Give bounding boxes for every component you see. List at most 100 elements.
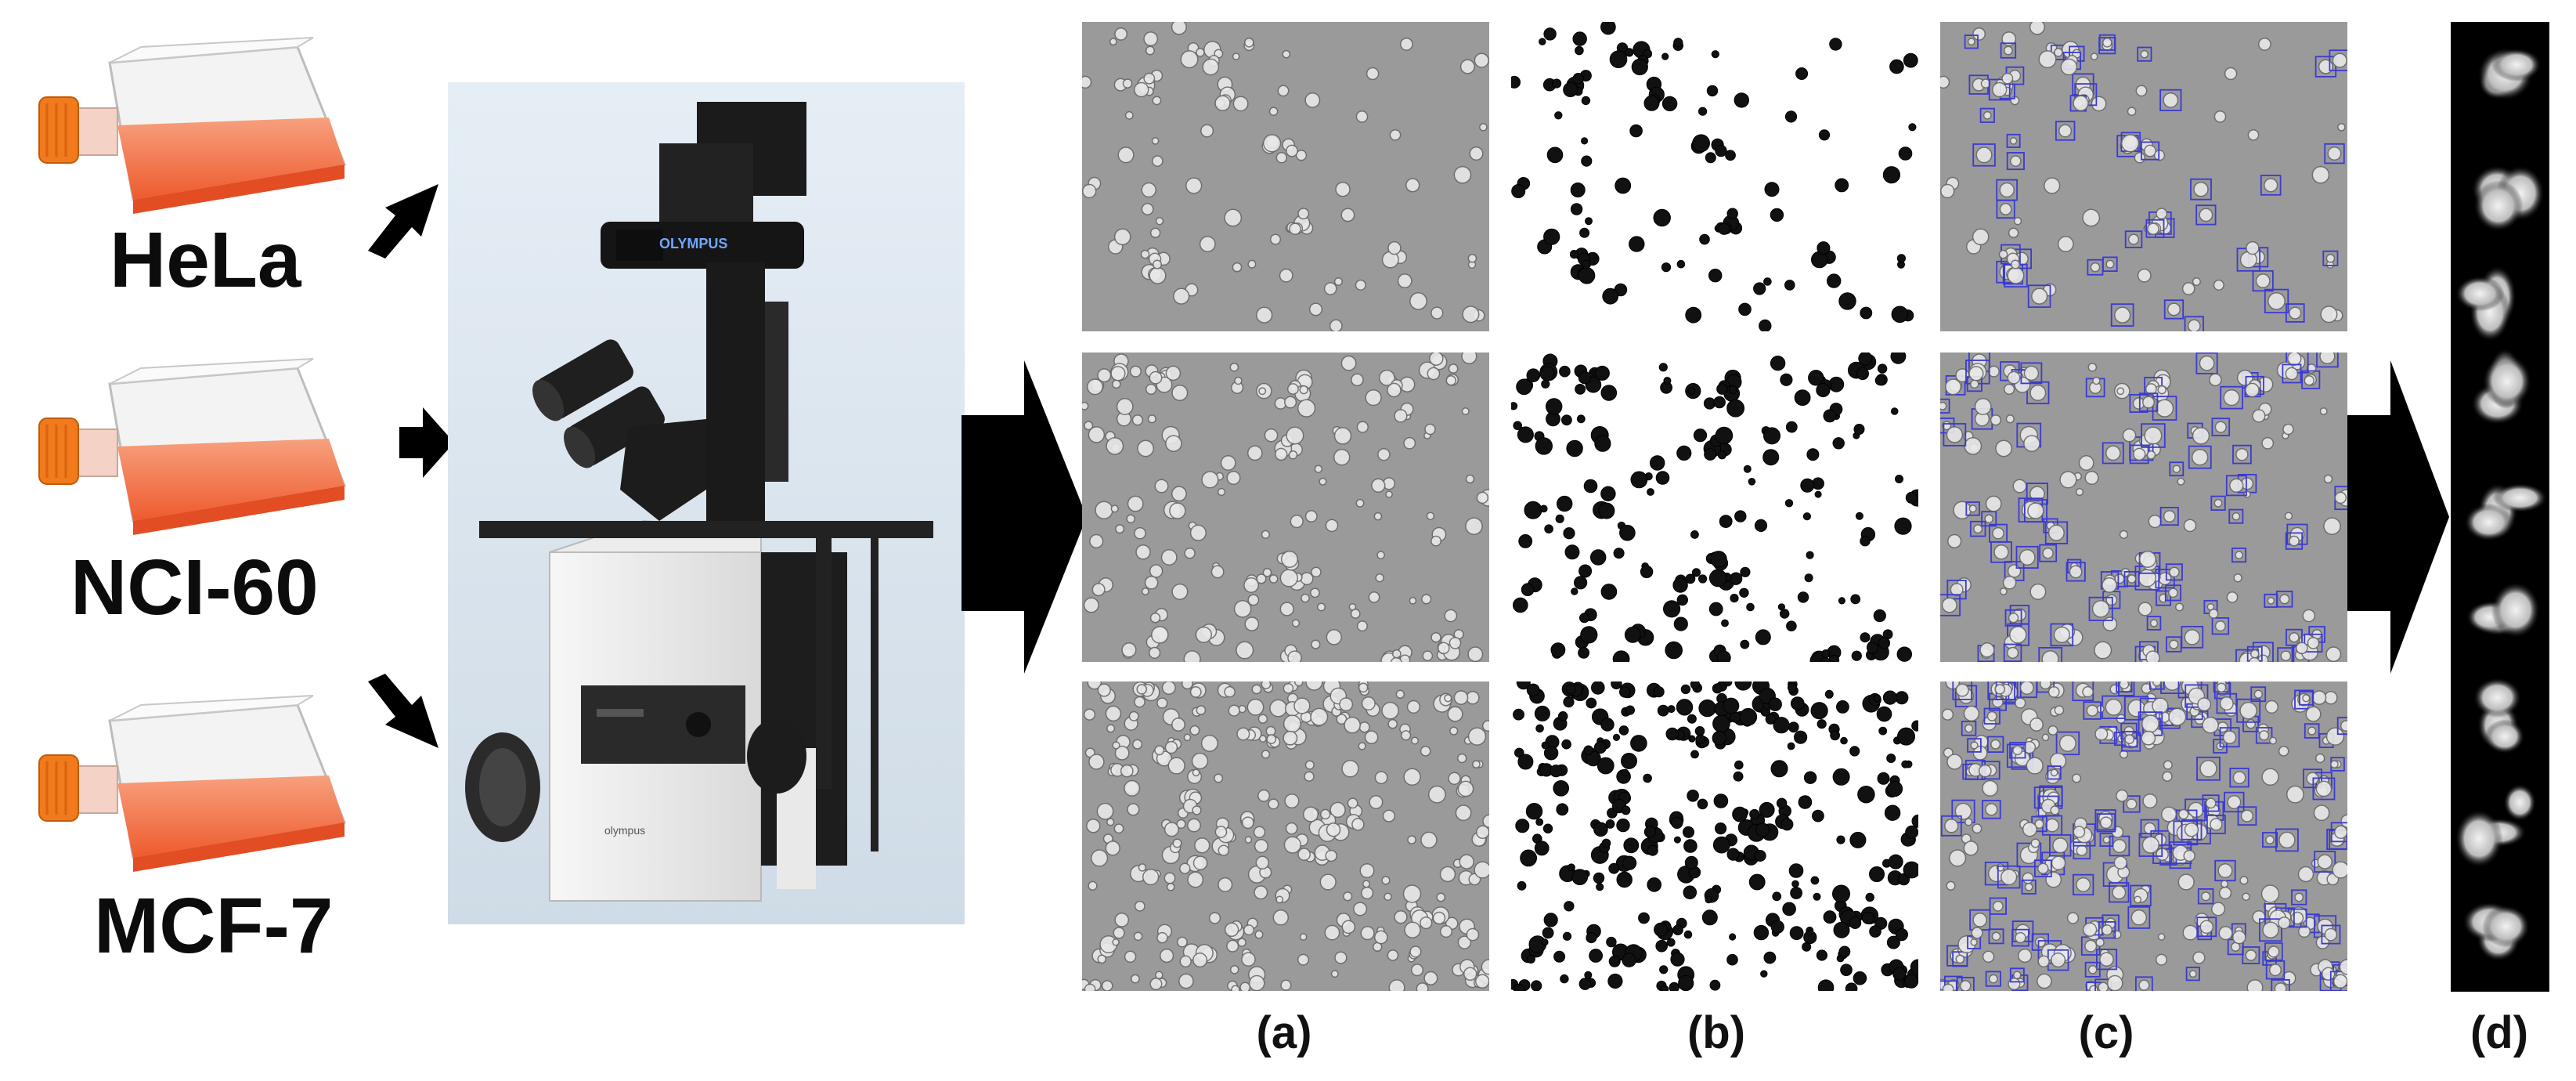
cell-blob: [1403, 436, 1416, 450]
cell-blob: [1535, 724, 1544, 733]
detection-box: [2255, 727, 2273, 744]
cell-blob: [1268, 574, 1279, 584]
cell-blob: [2090, 262, 2101, 273]
cell-blob: [1148, 646, 1161, 660]
detection-box: [2011, 928, 2029, 947]
cell-blob: [1567, 863, 1575, 872]
cell-blob: [1972, 228, 1990, 246]
cell-blob: [2042, 547, 2054, 559]
cell-blob: [1586, 932, 1597, 944]
detection-box: [2261, 832, 2278, 848]
micrograph-image: [1940, 352, 2347, 662]
cell-blob: [1149, 266, 1167, 284]
cell-blob: [1869, 866, 1885, 882]
cell-blob: [1661, 262, 1672, 273]
cell-blob: [1845, 982, 1858, 991]
cell-blob: [1400, 730, 1412, 741]
cell-blob: [1511, 184, 1526, 198]
cell-blob: [1304, 760, 1315, 770]
cell-blob: [1561, 739, 1571, 750]
cell-blob: [2209, 373, 2222, 387]
cell-blob: [1236, 727, 1250, 741]
cell-blob: [1886, 935, 1900, 949]
cell-shape: [2482, 354, 2532, 408]
cell-blob: [1946, 426, 1964, 443]
cell-blob: [1355, 498, 1365, 508]
cell-blob: [2184, 822, 2199, 837]
cell-blob: [2001, 31, 2017, 47]
cell-blob: [2163, 92, 2179, 108]
cell-blob: [2087, 964, 2098, 974]
cell-blob: [1655, 471, 1670, 485]
cell-blob: [1873, 694, 1881, 703]
detection-box: [1986, 736, 2004, 754]
detection-box: [2084, 961, 2101, 978]
cell-blob: [1903, 861, 1918, 879]
cell-blob: [1262, 567, 1272, 577]
cell-blob: [1084, 983, 1096, 991]
cell-blob: [1860, 306, 1873, 320]
detection-box: [2016, 682, 2038, 699]
cell-blob: [1241, 952, 1256, 967]
cell-blob: [1624, 627, 1641, 643]
cell-blob: [1608, 955, 1621, 967]
cell-blob: [1849, 746, 1860, 757]
micrograph-a-row3: [1082, 682, 1489, 991]
cell-blob: [1985, 803, 1998, 816]
cell-blob: [2003, 383, 2015, 396]
cell-blob: [2330, 760, 2339, 769]
cell-blob: [1712, 836, 1730, 854]
cell-blob: [1910, 959, 1918, 975]
cell-blob: [1232, 52, 1240, 60]
cell-blob: [2008, 227, 2019, 239]
cell-blob: [2075, 487, 2084, 497]
cell-blob: [2124, 734, 2135, 745]
cell-blob: [2333, 825, 2347, 840]
detection-box: [2271, 978, 2290, 991]
detection-box: [1979, 107, 1995, 123]
cell-blob: [2183, 519, 2197, 533]
cell-blob: [1088, 426, 1106, 443]
cell-blob: [1247, 445, 1263, 461]
cell-blob: [1687, 714, 1697, 724]
cell-blob: [1191, 752, 1209, 770]
cell-shape: [2455, 276, 2505, 312]
cell-blob: [1728, 385, 1737, 395]
cell-blob: [1339, 697, 1354, 712]
cell-blob: [1350, 609, 1361, 619]
culture-flask-nci60: [16, 352, 360, 548]
cell-blob: [2045, 871, 2062, 888]
cell-blob: [1365, 389, 1382, 407]
cell-blob: [2216, 682, 2227, 693]
cell-blob: [1564, 544, 1580, 560]
cell-blob: [1114, 913, 1130, 927]
cell-blob: [2098, 982, 2109, 991]
cell-blob: [2019, 682, 2034, 695]
cell-blob: [2127, 574, 2137, 584]
cell-blob: [1387, 718, 1398, 729]
cell-blob: [2177, 873, 2195, 891]
cell-blob: [2122, 428, 2137, 443]
detection-box: [2210, 495, 2226, 512]
cell-blob: [1403, 768, 1421, 786]
cell-blob: [1390, 656, 1402, 662]
cell-blob: [1988, 974, 1998, 984]
detection-box: [2116, 682, 2133, 692]
cell-blob: [1600, 718, 1615, 732]
cell-blob: [1113, 823, 1124, 834]
cell-blob: [1570, 203, 1583, 215]
cell-blob: [1755, 822, 1770, 837]
cell-blob: [1091, 583, 1106, 597]
cell-blob: [2192, 427, 2210, 445]
cell-blob: [1361, 696, 1376, 711]
micrograph-image: [1511, 22, 1918, 331]
cell-blob: [2094, 727, 2109, 741]
cell-blob: [1377, 447, 1391, 461]
cell-blob: [1407, 835, 1416, 844]
cell-blob: [1264, 428, 1279, 443]
cell-blob: [1429, 352, 1444, 366]
cell-blob: [2135, 85, 2148, 97]
cell-blob: [1359, 862, 1375, 879]
cell-blob: [1983, 110, 1992, 120]
detection-box: [2299, 691, 2314, 706]
